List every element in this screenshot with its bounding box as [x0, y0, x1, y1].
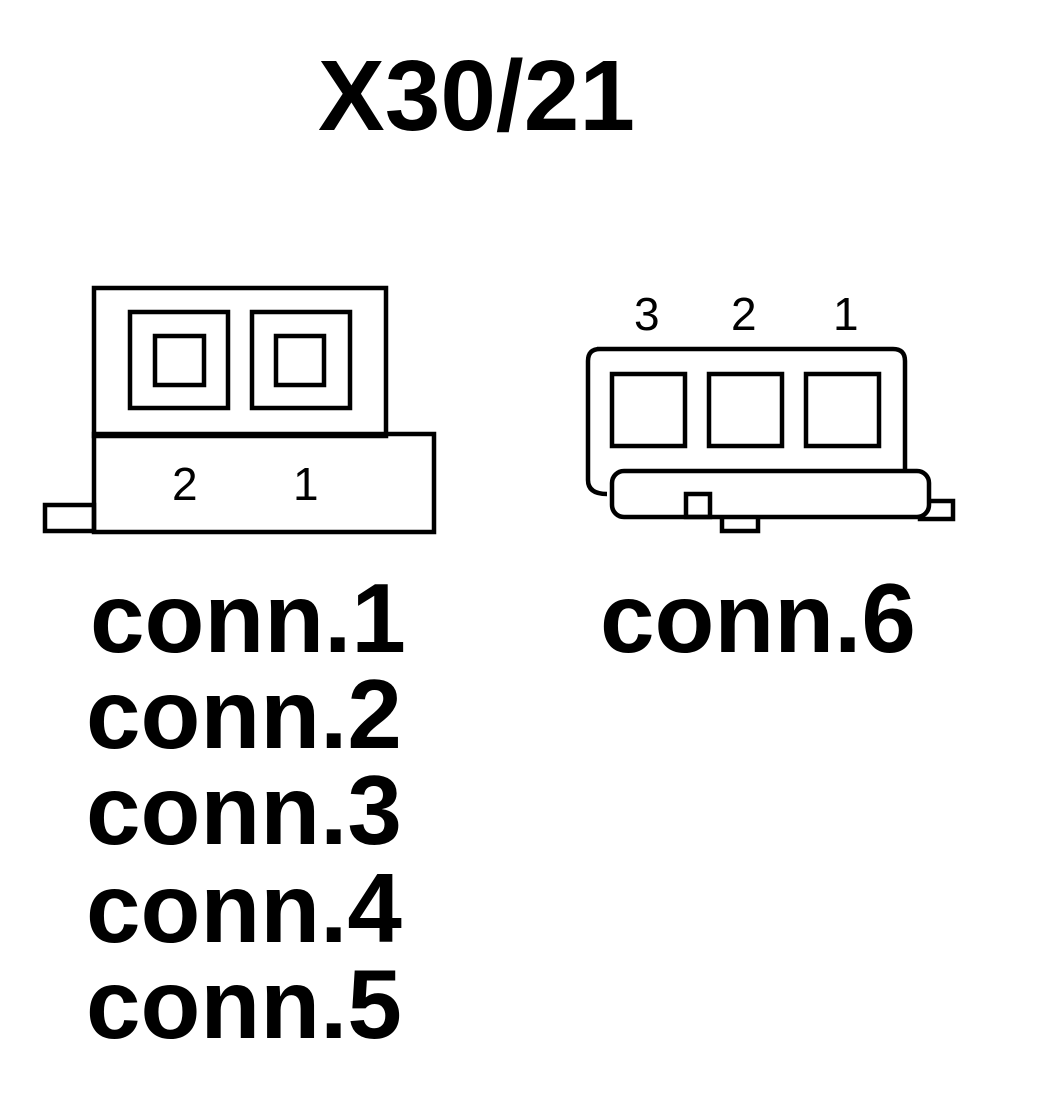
left-connector-pin-label: 2 [172, 458, 198, 510]
left-connector-label-list: conn.1 conn.2 conn.3 conn.4 conn.5 [86, 563, 406, 1059]
right-connector-housing [585, 346, 908, 497]
diagram-title: X30/21 [318, 40, 635, 152]
connector-label: conn.4 [86, 853, 402, 963]
connector-label: conn.3 [86, 755, 402, 865]
right-connector-slot-3 [609, 371, 688, 449]
left-connector-tab [42, 502, 97, 534]
left-connector-slot-2-outer [127, 309, 231, 411]
right-connector-slot-1 [803, 371, 882, 449]
right-connector-pin-label: 1 [833, 288, 859, 340]
left-connector-slot-1-inner [273, 333, 327, 388]
connector-label: conn.5 [86, 949, 402, 1059]
left-connector-slot-1-outer [249, 309, 353, 411]
connector-label: conn.6 [600, 563, 916, 673]
right-connector: 3 2 1 [585, 288, 956, 534]
left-connector-base [91, 431, 437, 535]
right-connector-latch-bar [609, 468, 932, 520]
right-connector-latch-notch [683, 491, 713, 520]
right-connector-pin-label: 3 [634, 288, 660, 340]
connector-label: conn.2 [86, 659, 402, 769]
left-connector-slot-2-inner [152, 333, 207, 388]
connector-label: conn.1 [90, 563, 406, 673]
left-connector: 2 1 [42, 285, 437, 535]
right-connector-slot-2 [706, 371, 785, 449]
left-connector-pin-label: 1 [293, 458, 319, 510]
right-connector-pin-label: 2 [731, 288, 757, 340]
